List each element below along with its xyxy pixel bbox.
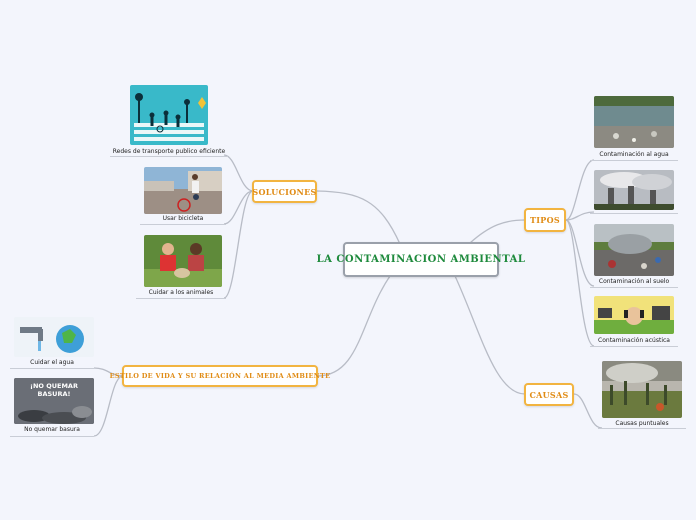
caption: Redes de transporte publico eficiente (112, 148, 226, 155)
animals-image (144, 235, 222, 287)
underline (590, 287, 678, 288)
subtopic-redes-transporte[interactable]: Redes de transporte publico eficiente (110, 85, 228, 157)
caption: Contaminación al suelo (598, 278, 670, 285)
branch-estilo-de-vida[interactable]: ESTILO DE VIDA Y SU RELACIÓN AL MEDIA AM… (110, 365, 330, 387)
subtopic-contaminacion-acustica[interactable]: Contaminación acústica (590, 296, 678, 348)
underline (10, 368, 94, 369)
underline (110, 156, 228, 157)
link-soluciones (316, 190, 401, 245)
link-estilo (316, 275, 391, 377)
subtopic-contaminacion-aire[interactable] (590, 170, 678, 214)
subtopic-no-quemar-basura[interactable]: ¡NO QUEMAR BASURA! No quemar basura (10, 378, 94, 437)
caption: Usar bicicleta (162, 215, 204, 222)
no-burn-trash-image: ¡NO QUEMAR BASURA! (14, 378, 94, 424)
branch-causas[interactable]: CAUSAS (524, 383, 574, 406)
underline (590, 160, 678, 161)
caption: No quemar basura (24, 426, 80, 433)
underline (136, 298, 226, 299)
underline (598, 428, 686, 429)
bicycle-image (144, 167, 222, 214)
caption: Cuidar el agua (30, 359, 74, 366)
forest-fire-image (602, 361, 682, 418)
subtopic-contaminacion-agua[interactable]: Contaminación al agua (590, 96, 678, 162)
link-causas (454, 275, 526, 395)
caption: Causas puntuales (615, 420, 669, 427)
subtopic-cuidar-animales[interactable]: Cuidar a los animales (136, 235, 226, 299)
caption: Contaminación acústica (598, 337, 670, 344)
subtopic-causas-puntuales[interactable]: Causas puntuales (598, 361, 686, 429)
sign-text: ¡NO QUEMAR BASURA! (30, 382, 78, 398)
noise-pollution-image (594, 296, 674, 334)
underline (590, 346, 678, 347)
link-tipos (469, 219, 526, 244)
caption: Cuidar a los animales (148, 289, 214, 296)
caption: Contaminación al agua (599, 151, 669, 158)
subtopic-usar-bicicleta[interactable]: Usar bicicleta (140, 167, 226, 225)
branch-tipos[interactable]: TIPOS (524, 208, 566, 232)
subtopic-contaminacion-suelo[interactable]: Contaminación al suelo (590, 224, 678, 288)
underline (140, 224, 226, 225)
underline (590, 213, 678, 214)
crosswalk-image (130, 85, 208, 145)
air-pollution-image (594, 170, 674, 210)
water-tap-image (14, 317, 94, 357)
subtopic-cuidar-agua[interactable]: Cuidar el agua (10, 317, 94, 369)
soil-pollution-image (594, 224, 674, 276)
central-topic[interactable]: LA CONTAMINACION AMBIENTAL (317, 242, 525, 277)
branch-soluciones[interactable]: SOLUCIONES (252, 180, 317, 203)
underline (10, 436, 94, 437)
water-pollution-image (594, 96, 674, 148)
